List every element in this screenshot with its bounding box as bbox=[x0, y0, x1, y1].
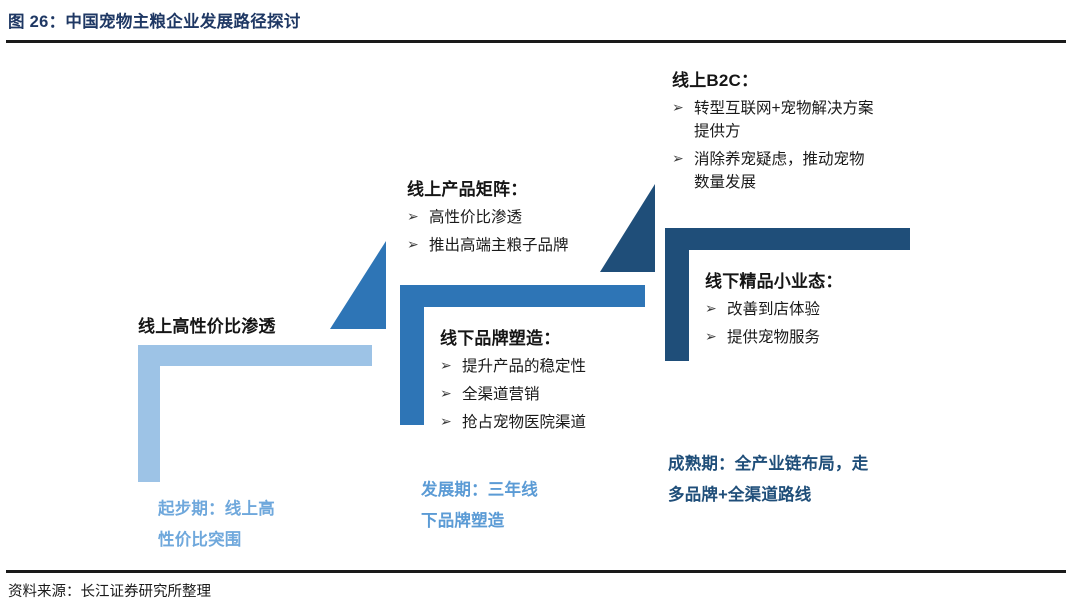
stage-2-bracket bbox=[400, 285, 645, 425]
list-item: ➢ 推出高端主粮子品牌 bbox=[407, 234, 569, 257]
stage-3-bracket bbox=[665, 228, 910, 361]
list-item-label: 消除养宠疑虑，推动宠物 数量发展 bbox=[694, 151, 865, 191]
stage-2-riser-arrow bbox=[600, 184, 655, 272]
list-item: ➢ 高性价比渗透 bbox=[407, 206, 569, 229]
list-item-label: 高性价比渗透 bbox=[429, 209, 523, 226]
list-item: ➢ 抢占宠物医院渠道 bbox=[440, 411, 586, 434]
bullet-arrow-icon: ➢ bbox=[705, 301, 717, 317]
list-item-label: 全渠道营销 bbox=[462, 386, 540, 403]
list-item-label: 推出高端主粮子品牌 bbox=[429, 237, 569, 254]
bullet-arrow-icon: ➢ bbox=[440, 414, 452, 430]
list-item: ➢ 改善到店体验 bbox=[705, 298, 820, 321]
bullet-arrow-icon: ➢ bbox=[440, 386, 452, 402]
bullet-arrow-icon: ➢ bbox=[672, 100, 684, 116]
list-item: ➢ 转型互联网+宠物解决方案 提供方 bbox=[672, 97, 874, 143]
stage-2-top-bullets: ➢ 高性价比渗透 ➢ 推出高端主粮子品牌 bbox=[407, 206, 569, 262]
footer-divider bbox=[6, 570, 1066, 573]
stage-1-bracket bbox=[138, 345, 372, 482]
list-item: ➢ 全渠道营销 bbox=[440, 383, 586, 406]
stage-1-heading: 线上高性价比渗透 bbox=[138, 317, 276, 336]
stage-2-inner-bullets: ➢ 提升产品的稳定性 ➢ 全渠道营销 ➢ 抢占宠物医院渠道 bbox=[440, 355, 586, 439]
list-item-label: 提升产品的稳定性 bbox=[462, 358, 587, 375]
list-item: ➢ 消除养宠疑虑，推动宠物 数量发展 bbox=[672, 148, 874, 194]
list-item-label: 提供宠物服务 bbox=[727, 329, 821, 346]
list-item-label: 转型互联网+宠物解决方案 提供方 bbox=[694, 100, 874, 140]
staircase-diagram: 线上高性价比渗透 起步期：线上高 性价比突围 线上产品矩阵： ➢ 高性价比渗透 … bbox=[0, 44, 1072, 570]
list-item-label: 改善到店体验 bbox=[727, 301, 821, 318]
list-item: ➢ 提升产品的稳定性 bbox=[440, 355, 586, 378]
stage-3-inner-heading: 线下精品小业态： bbox=[705, 272, 843, 291]
stage-2-inner-heading: 线下品牌塑造： bbox=[440, 329, 561, 348]
bullet-arrow-icon: ➢ bbox=[672, 151, 684, 167]
stage-3-caption: 成熟期：全产业链布局，走 多品牌+全渠道路线 bbox=[668, 455, 869, 504]
stage-3-top-bullets: ➢ 转型互联网+宠物解决方案 提供方 ➢ 消除养宠疑虑，推动宠物 数量发展 bbox=[672, 97, 874, 199]
bullet-arrow-icon: ➢ bbox=[440, 358, 452, 374]
stage-1-caption: 起步期：线上高 性价比突围 bbox=[158, 500, 275, 549]
stage-3-inner-bullets: ➢ 改善到店体验 ➢ 提供宠物服务 bbox=[705, 298, 820, 354]
stage-3-heading: 线上B2C： bbox=[672, 71, 759, 90]
bullet-arrow-icon: ➢ bbox=[407, 237, 419, 253]
figure-header: 图 26：中国宠物主粮企业发展路径探讨 bbox=[0, 0, 1072, 44]
header-divider bbox=[6, 40, 1066, 43]
stage-1-riser-arrow bbox=[330, 241, 386, 329]
list-item: ➢ 提供宠物服务 bbox=[705, 326, 820, 349]
staircase-shapes bbox=[138, 184, 910, 482]
stage-2-heading: 线上产品矩阵： bbox=[407, 180, 528, 199]
list-item-label: 抢占宠物医院渠道 bbox=[462, 414, 587, 431]
bullet-arrow-icon: ➢ bbox=[705, 329, 717, 345]
stage-2-caption: 发展期：三年线 下品牌塑造 bbox=[421, 481, 538, 530]
page-title: 图 26：中国宠物主粮企业发展路径探讨 bbox=[8, 13, 301, 31]
bullet-arrow-icon: ➢ bbox=[407, 209, 419, 225]
source-note: 资料来源：长江证券研究所整理 bbox=[8, 584, 211, 600]
